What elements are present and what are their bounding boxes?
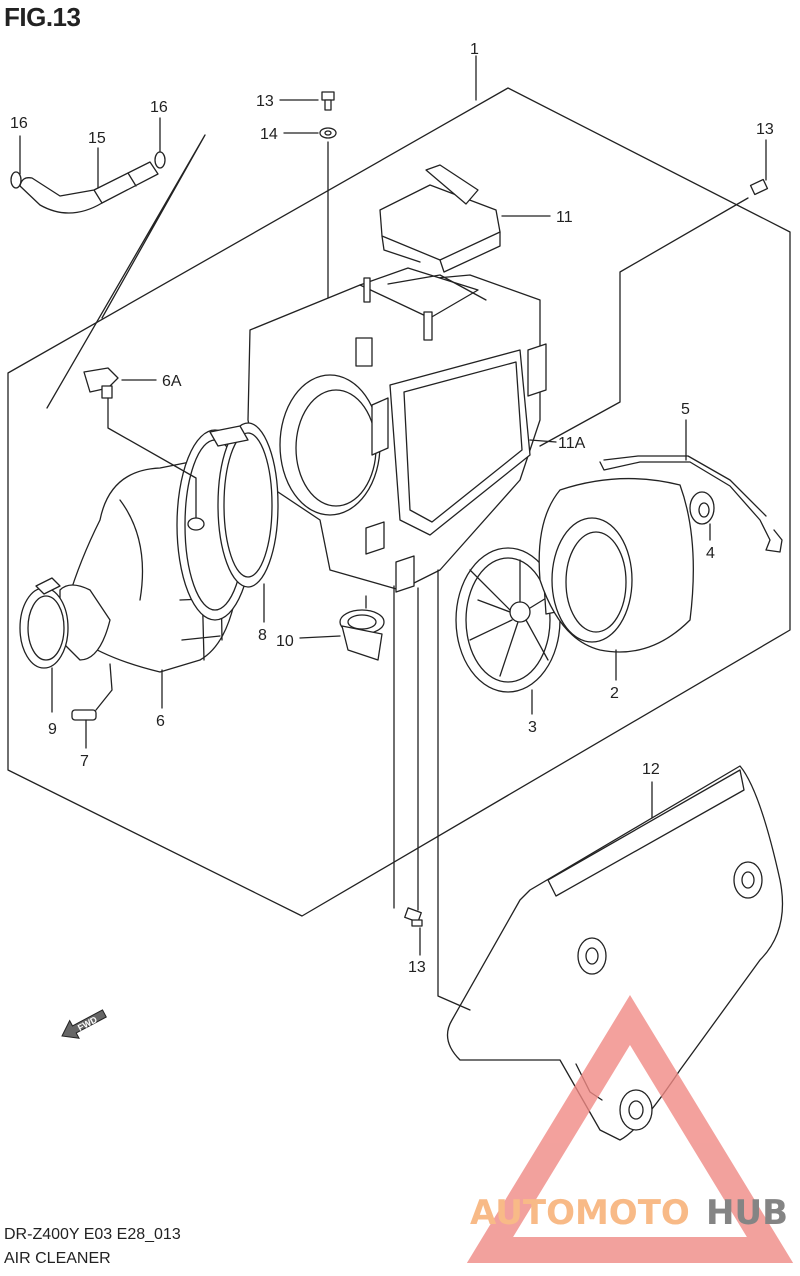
hose-subframe bbox=[46, 134, 206, 409]
watermark-text-2: HUB bbox=[706, 1193, 788, 1233]
figure-name: AIR CLEANER bbox=[4, 1250, 111, 1267]
clamp-9 bbox=[19, 577, 69, 713]
callout-7: 7 bbox=[80, 753, 89, 770]
callout-6a: 6A bbox=[162, 373, 182, 390]
fwd-arrow-icon: FWD bbox=[61, 1009, 107, 1039]
leader-11a bbox=[529, 439, 557, 443]
figure-code: DR-Z400Y E03 E28_013 bbox=[4, 1226, 181, 1243]
callout-8: 8 bbox=[258, 627, 267, 644]
watermark-triangle-icon bbox=[466, 994, 794, 1263]
callout-16-left: 16 bbox=[10, 115, 28, 132]
assembly-frame bbox=[7, 87, 791, 917]
callout-2: 2 bbox=[610, 685, 619, 702]
callout-1: 1 bbox=[470, 41, 479, 58]
figure-title: FIG.13 bbox=[4, 2, 81, 32]
bolt-13-top bbox=[319, 91, 337, 299]
callout-16-right: 16 bbox=[150, 99, 168, 116]
callout-11a: 11A bbox=[558, 435, 586, 452]
callout-13-right: 13 bbox=[756, 121, 774, 138]
wire-clip-5 bbox=[599, 419, 783, 553]
intake-duct-11 bbox=[379, 164, 501, 273]
callout-15: 15 bbox=[88, 130, 106, 147]
callout-13-bottom: 13 bbox=[408, 959, 426, 976]
bolt-13-right bbox=[539, 178, 769, 447]
callout-13-top: 13 bbox=[256, 93, 274, 110]
callout-4: 4 bbox=[706, 545, 715, 562]
bolt-13-bottom bbox=[393, 569, 471, 1011]
callout-9: 9 bbox=[48, 721, 57, 738]
drain-plug-7 bbox=[71, 663, 113, 749]
callout-14: 14 bbox=[260, 126, 278, 143]
fitting-6a bbox=[83, 367, 205, 531]
callout-6: 6 bbox=[156, 713, 165, 730]
breather-hose bbox=[10, 151, 166, 214]
callout-11: 11 bbox=[556, 209, 573, 226]
watermark-text-1: AUTOMOTO bbox=[470, 1193, 690, 1233]
filter-element-2 bbox=[538, 477, 694, 681]
clamp-8 bbox=[209, 422, 279, 623]
callout-5: 5 bbox=[681, 401, 690, 418]
air-cleaner-housing bbox=[247, 267, 547, 593]
grommet-10 bbox=[299, 595, 385, 661]
callout-12: 12 bbox=[642, 761, 660, 778]
callout-10: 10 bbox=[276, 633, 294, 650]
callout-3: 3 bbox=[528, 719, 537, 736]
watermark-logo: AUTOMOTO HUB bbox=[466, 994, 794, 1263]
side-cover-12 bbox=[446, 765, 784, 1141]
